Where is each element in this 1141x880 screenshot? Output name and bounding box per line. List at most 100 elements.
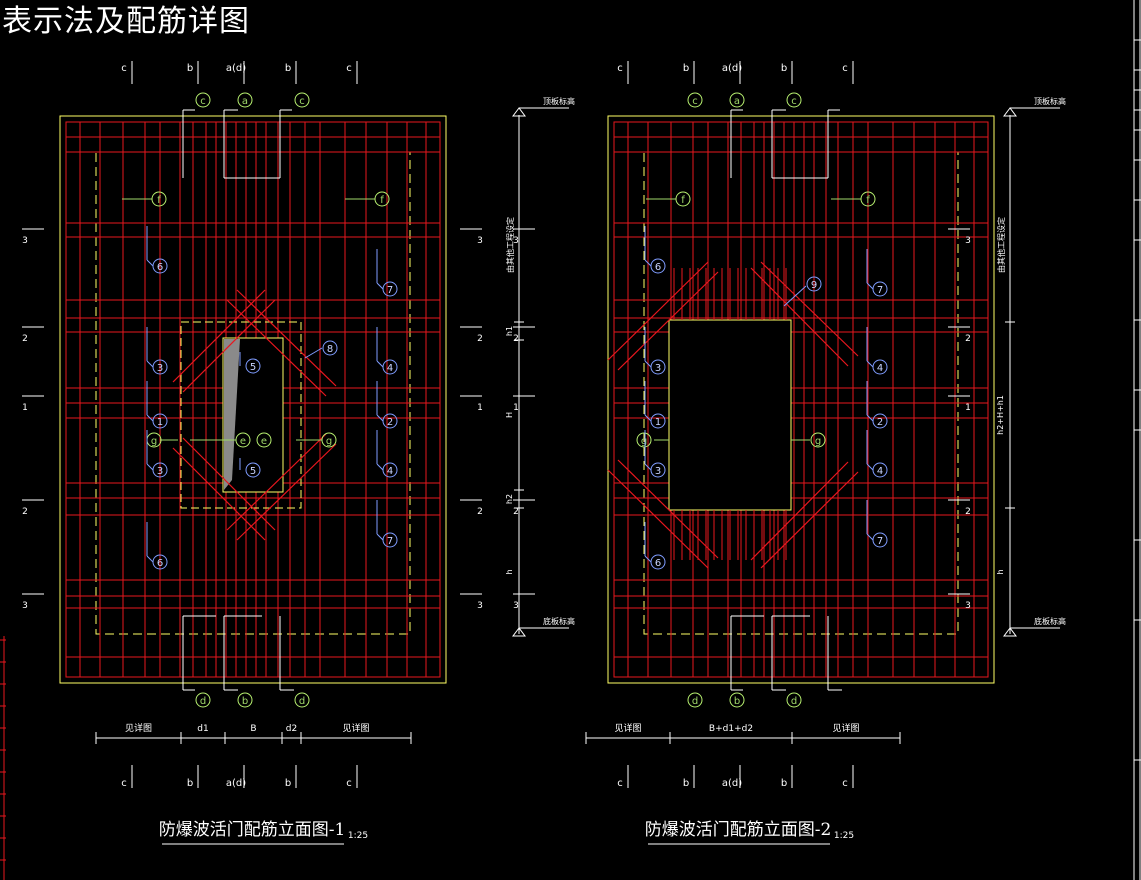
bubble-circle [382, 462, 398, 478]
leader-line [146, 555, 154, 563]
diagonal-rebar [617, 459, 719, 559]
bubble-circle [322, 340, 338, 356]
bubble-circle [872, 532, 888, 548]
bubble-label: g [641, 436, 647, 447]
span-label: d2 [286, 724, 297, 734]
leader-line [376, 360, 384, 368]
section-mark-label: 2 [965, 334, 971, 344]
top-dim-label: a(d) [226, 63, 246, 74]
bubble-label: d [299, 696, 305, 707]
leader-line [644, 555, 652, 563]
side-note: 由其他工程设定 [996, 217, 1006, 273]
section-mark-label: 2 [513, 334, 519, 344]
outer-outline [607, 115, 995, 684]
bubble-circle [872, 462, 888, 478]
section-mark-label: 2 [22, 507, 28, 517]
section-mark-label: 2 [22, 334, 28, 344]
leader-line [866, 533, 874, 541]
bubble-left-1: 1 [152, 413, 168, 429]
bubble-g: g [636, 432, 652, 448]
top-dim-label: a(d) [722, 63, 742, 74]
section-mark-label: 3 [513, 601, 519, 611]
bubble-circle [650, 462, 666, 478]
span-label: 见详图 [614, 722, 641, 734]
side-dim-label: h2+H+h1 [996, 395, 1005, 435]
leader-line [304, 347, 323, 359]
leader-line [644, 414, 652, 422]
scale-label: 1:25 [834, 831, 854, 841]
section-mark-label: 3 [477, 236, 483, 246]
bubble-circle [321, 432, 337, 448]
elev-triangle [512, 627, 526, 637]
diagonal-rebar [760, 261, 859, 357]
top-elevation-label: 顶板标高 [543, 96, 575, 106]
bubble-circle [235, 432, 251, 448]
bubble-label: 7 [877, 285, 883, 296]
bubble-right-4: 4 [382, 359, 398, 375]
bottom-dim-label: b [781, 778, 787, 789]
bubble-label: e [261, 436, 267, 447]
bubble-circle [152, 258, 168, 274]
bubble-circle [650, 258, 666, 274]
bubble-circle [786, 92, 802, 108]
bubble-top-c: c [687, 92, 703, 108]
bubble-label: 3 [655, 466, 661, 477]
elev-triangle [1003, 107, 1017, 117]
bubble-circle [382, 413, 398, 429]
side-dim-label: H [505, 412, 514, 418]
bubble-label: 5 [250, 466, 256, 477]
section-mark-label: 3 [22, 601, 28, 611]
diagonal-rebar [226, 433, 327, 531]
drawing-caption: 防爆波活门配筋立面图-2 [645, 820, 832, 840]
bubble-label: b [734, 696, 740, 707]
bubble-label: c [200, 96, 206, 107]
bubble-circle [872, 281, 888, 297]
side-dim-label: h [996, 569, 1005, 574]
top-dim-label: c [121, 63, 127, 74]
bubble-label: 4 [387, 363, 393, 374]
bubble-label: c [692, 96, 698, 107]
top-dim-label: b [683, 63, 689, 74]
diagonal-rebar [607, 261, 709, 361]
leader-line [866, 282, 874, 290]
page-title: 表示法及配筋详图 [2, 4, 250, 39]
bubble-g: g [321, 432, 337, 448]
span-label: B+d1+d2 [709, 724, 753, 734]
bubble-circle [382, 532, 398, 548]
bubble-right-4: 4 [872, 359, 888, 375]
bubble-right-2: 2 [382, 413, 398, 429]
scale-label: 1:25 [348, 831, 368, 841]
bubble-left-1: 1 [650, 413, 666, 429]
bubble-e: e [235, 432, 251, 448]
bubble-circle [872, 413, 888, 429]
leader-line [376, 414, 384, 422]
bubble-circle [245, 358, 261, 374]
section-mark-label: 3 [477, 601, 483, 611]
bubble-circle [152, 413, 168, 429]
diagonal-rebar [172, 289, 266, 383]
bubble-label: 6 [157, 262, 163, 273]
bubble-label: g [151, 436, 157, 447]
section-mark-label: 3 [965, 601, 971, 611]
elev-triangle [1003, 627, 1017, 637]
side-note: 由其他工程设定 [505, 217, 515, 273]
bubble-top-c: c [786, 92, 802, 108]
bubble-circle [195, 92, 211, 108]
bottom-dim-label: b [683, 778, 689, 789]
leader-line [376, 282, 384, 290]
bubble-label: 4 [387, 466, 393, 477]
bottom-dim-label: b [285, 778, 291, 789]
bubble-label: 6 [655, 558, 661, 569]
section-mark-label: 3 [965, 236, 971, 246]
diagonal-rebar [182, 299, 276, 393]
section-mark-label: 1 [477, 403, 483, 413]
diagonal-rebar [172, 447, 266, 541]
bubble-label: d [791, 696, 797, 707]
bubble-e: e [256, 432, 272, 448]
bubble-label: 3 [157, 363, 163, 374]
bubble-5: 5 [245, 358, 261, 374]
bubble-label: 7 [387, 536, 393, 547]
